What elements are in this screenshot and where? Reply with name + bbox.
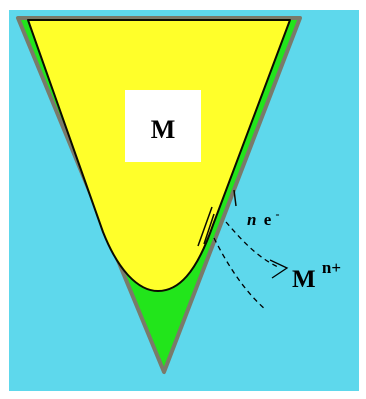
ion-symbol: M bbox=[292, 266, 316, 293]
pit-mark-right bbox=[203, 213, 215, 245]
electron-label: n e - bbox=[247, 207, 280, 229]
electron-charge: - bbox=[276, 207, 280, 221]
ion-charge: n+ bbox=[322, 258, 341, 277]
ion-arrowhead bbox=[269, 259, 289, 279]
metal-label: M bbox=[151, 115, 176, 144]
ion-path-upper bbox=[225, 221, 281, 269]
electron-tick bbox=[233, 189, 237, 207]
ion-label: M n+ bbox=[292, 258, 341, 293]
electron-symbol: e bbox=[264, 210, 272, 229]
metal-label-box bbox=[125, 90, 201, 162]
pit-mark-left bbox=[197, 206, 213, 247]
electron-count: n bbox=[247, 210, 256, 229]
